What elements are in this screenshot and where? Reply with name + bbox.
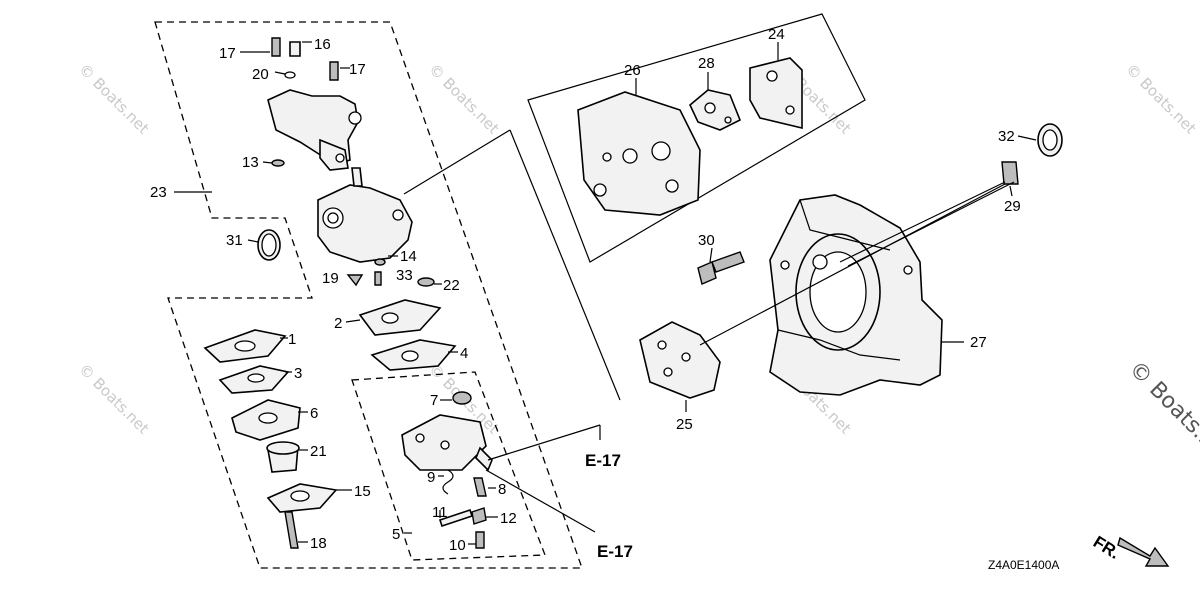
part-labels: 17 16 20 17 13 23 31 14 19 33 22 2 4 1 3… [150,26,1021,554]
label-15: 15 [354,483,371,500]
label-5: 5 [392,526,400,543]
carburetor-group-box [154,21,583,569]
label-27: 27 [970,334,987,351]
label-17: 17 [349,61,366,78]
label-20: 20 [252,66,269,83]
diaphragm-gaskets-2-4 [358,299,457,371]
gasket-group-box [527,13,866,263]
box-line-left [509,129,621,401]
watermark-5: © Boats.net [75,360,153,438]
gasket-26 [577,91,701,216]
label-28: 28 [698,55,715,72]
label-21: 21 [310,443,327,460]
label-17-top: 17 [219,45,236,62]
watermark-large: © Boats.net [1124,357,1200,470]
label-2: 2 [334,315,342,332]
label-31: 31 [226,232,243,249]
label-1: 1 [288,331,296,348]
label-26: 26 [624,62,641,79]
label-16: 16 [314,36,331,53]
label-6: 6 [310,405,318,422]
primer-pump-parts [203,329,338,549]
watermark-1: © Boats.net [75,60,153,138]
carburetor-main-body [317,167,413,263]
float-chamber-body [401,391,493,549]
gasket-28 [689,89,742,131]
label-3: 3 [294,365,302,382]
label-24: 24 [768,26,785,43]
label-12: 12 [500,510,517,527]
front-marker-label: FR. [1090,532,1123,563]
label-33: 33 [396,267,413,284]
insulator-plate-25 [639,321,721,399]
label-18: 18 [310,535,327,552]
label-25: 25 [676,416,693,433]
air-cleaner-case-27 [769,194,943,396]
carburetor-upper-body [267,89,362,171]
label-11: 11 [432,504,448,521]
bolt-30 [697,251,745,285]
label-23: 23 [150,184,167,201]
leader-lines [174,41,1037,545]
watermark-4: © Boats.net [1122,60,1200,138]
label-13: 13 [242,154,259,171]
label-19: 19 [322,270,339,287]
label-14: 14 [400,248,417,265]
screw-18 [284,511,299,549]
ref-e17-upper: E-17 [585,451,621,470]
diagram-code: Z4A0E1400A [988,558,1059,572]
label-9: 9 [427,469,435,486]
small-fasteners-top [271,37,435,287]
label-10: 10 [449,537,466,554]
label-4: 4 [460,345,468,362]
label-8: 8 [498,481,506,498]
label-32: 32 [998,128,1015,145]
label-29: 29 [1004,198,1021,215]
label-30: 30 [698,232,715,249]
front-direction-arrow: FR. [1090,532,1170,567]
watermark-2: © Boats.net [425,60,503,138]
long-bolt-29 [839,161,1019,267]
label-22: 22 [443,277,460,294]
plate-24 [749,57,803,130]
label-7: 7 [430,392,438,409]
ref-e17-lower: E-17 [597,542,633,561]
